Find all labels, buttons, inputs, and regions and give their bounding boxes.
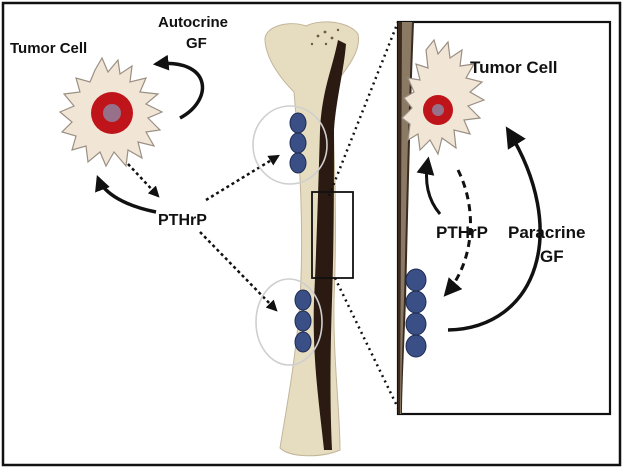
pthrp-paracrine-arrow: [443, 169, 472, 297]
osteoblast: [405, 312, 427, 336]
autocrine-gf-label: GF: [186, 35, 207, 52]
paracrine-gf-arrow: [447, 126, 542, 332]
bone-cortex: [313, 40, 346, 450]
zoom-osteoblasts: [405, 268, 427, 358]
pthrp-feedback-arrow: [95, 175, 157, 214]
pthrp-label-left: PTHrP: [158, 212, 207, 229]
osteoblast: [294, 310, 312, 332]
nucleolus: [432, 104, 444, 116]
osteoblast: [294, 289, 312, 311]
pthrp-to-lower-bone-arrow: [199, 231, 278, 312]
left-tumor-cell: [58, 56, 164, 168]
zoom-line-top: [327, 21, 400, 197]
right-tumor-cell: [401, 38, 486, 156]
osteoblast: [289, 152, 307, 174]
upper-lesion-circle: [252, 105, 328, 185]
autocrine-arrow: [152, 54, 205, 120]
zoom-region-box: [311, 191, 354, 279]
osteoblast: [405, 268, 427, 292]
autocrine-label: Autocrine: [158, 14, 228, 31]
paracrine-label: Paracrine: [508, 223, 586, 242]
bone-texture: [310, 28, 340, 46]
osteoblast: [405, 334, 427, 358]
zoom-bone-matrix: [400, 22, 412, 414]
osteoblast: [289, 112, 307, 134]
lower-osteoblasts: [294, 289, 312, 353]
osteoblast: [289, 132, 307, 154]
tumor-cell-label-left: Tumor Cell: [10, 40, 87, 57]
pthrp-autocrine-arrow: [416, 156, 442, 215]
pthrp-to-upper-bone-arrow: [205, 154, 280, 202]
lower-lesion-circle: [255, 278, 323, 366]
paracrine-gf-label: GF: [540, 247, 564, 266]
pthrp-label-right: PTHrP: [436, 223, 488, 242]
osteoblast: [405, 290, 427, 314]
cell-to-pthrp-arrow: [127, 163, 160, 198]
tumor-cell-label-right: Tumor Cell: [470, 58, 558, 77]
osteoblast: [294, 331, 312, 353]
nucleolus: [103, 104, 121, 122]
upper-osteoblasts: [289, 112, 307, 174]
zoom-line-bottom: [333, 277, 400, 409]
